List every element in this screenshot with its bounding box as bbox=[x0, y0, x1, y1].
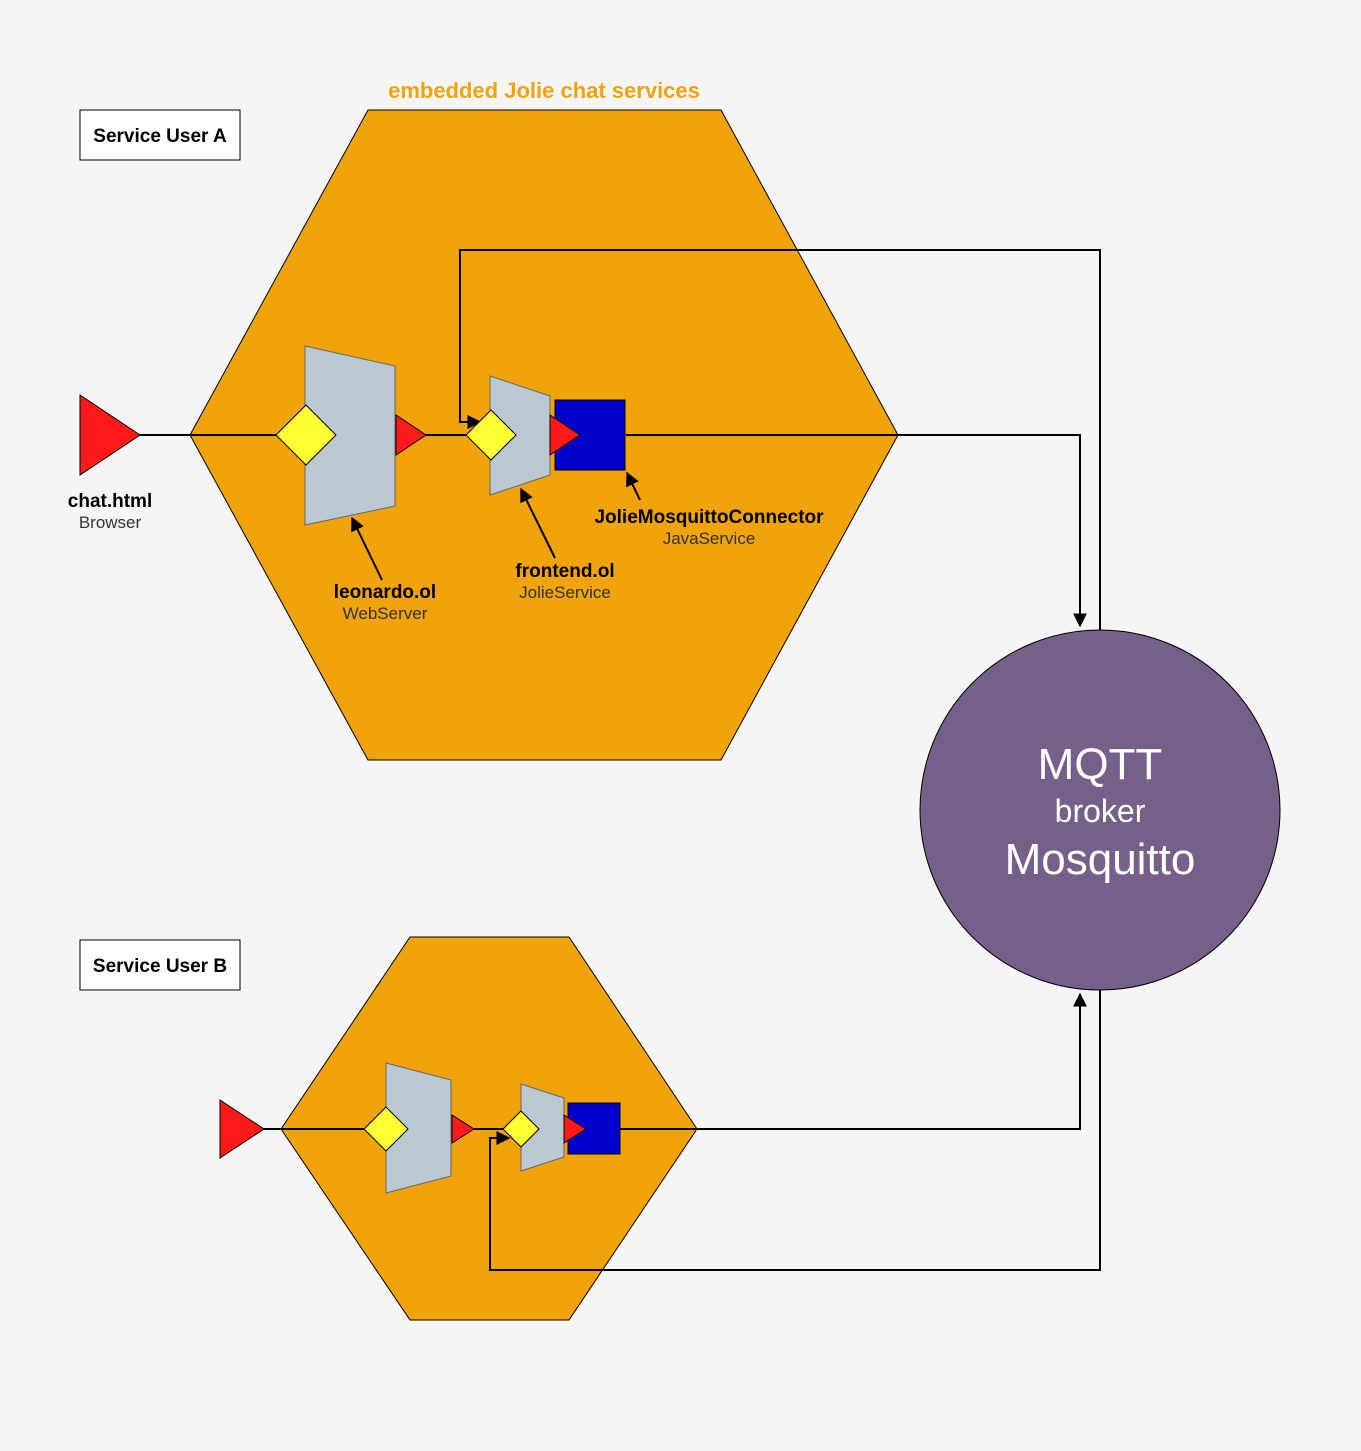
frontend-input-port-b bbox=[502, 1110, 540, 1148]
pointer-arrow bbox=[351, 516, 383, 581]
pointer-arrow bbox=[520, 487, 556, 559]
service-user-a-label: Service User A bbox=[93, 126, 227, 147]
frontend-name: frontend.ol bbox=[515, 561, 614, 582]
frontend-input-port bbox=[465, 409, 517, 461]
diagram-title: embedded Jolie chat services bbox=[388, 78, 700, 103]
frontend-output-port-b bbox=[563, 1114, 587, 1144]
connector-name: JolieMosquittoConnector bbox=[594, 507, 824, 528]
browser-output-port bbox=[79, 394, 141, 476]
webserver-input-port bbox=[275, 404, 337, 466]
service-user-b-box bbox=[79, 939, 241, 991]
frontend-type: JolieService bbox=[519, 583, 611, 602]
connector-line bbox=[626, 434, 1087, 628]
broker-protocol: MQTT bbox=[1038, 740, 1163, 789]
connector-line bbox=[620, 992, 1087, 1130]
browser-type: Browser bbox=[79, 513, 142, 532]
broker-name: Mosquitto bbox=[1005, 835, 1196, 884]
connector-line bbox=[459, 249, 1101, 630]
service-user-b-label: Service User B bbox=[93, 956, 227, 977]
pointer-arrow bbox=[626, 471, 641, 501]
webserver-output-port-b bbox=[451, 1114, 475, 1144]
connector-line bbox=[489, 990, 1101, 1271]
browser-output-port-b bbox=[219, 1099, 265, 1159]
service-user-a-box bbox=[79, 109, 241, 161]
webserver-type: WebServer bbox=[343, 604, 428, 623]
webserver-output-port bbox=[395, 414, 427, 456]
webserver-body bbox=[304, 345, 396, 526]
broker-role: broker bbox=[1055, 793, 1146, 829]
webserver-name: leonardo.ol bbox=[334, 582, 436, 603]
browser-name: chat.html bbox=[68, 491, 152, 512]
webserver-input-port-b bbox=[363, 1106, 409, 1152]
frontend-output-port bbox=[549, 414, 581, 456]
connector-type: JavaService bbox=[663, 529, 756, 548]
